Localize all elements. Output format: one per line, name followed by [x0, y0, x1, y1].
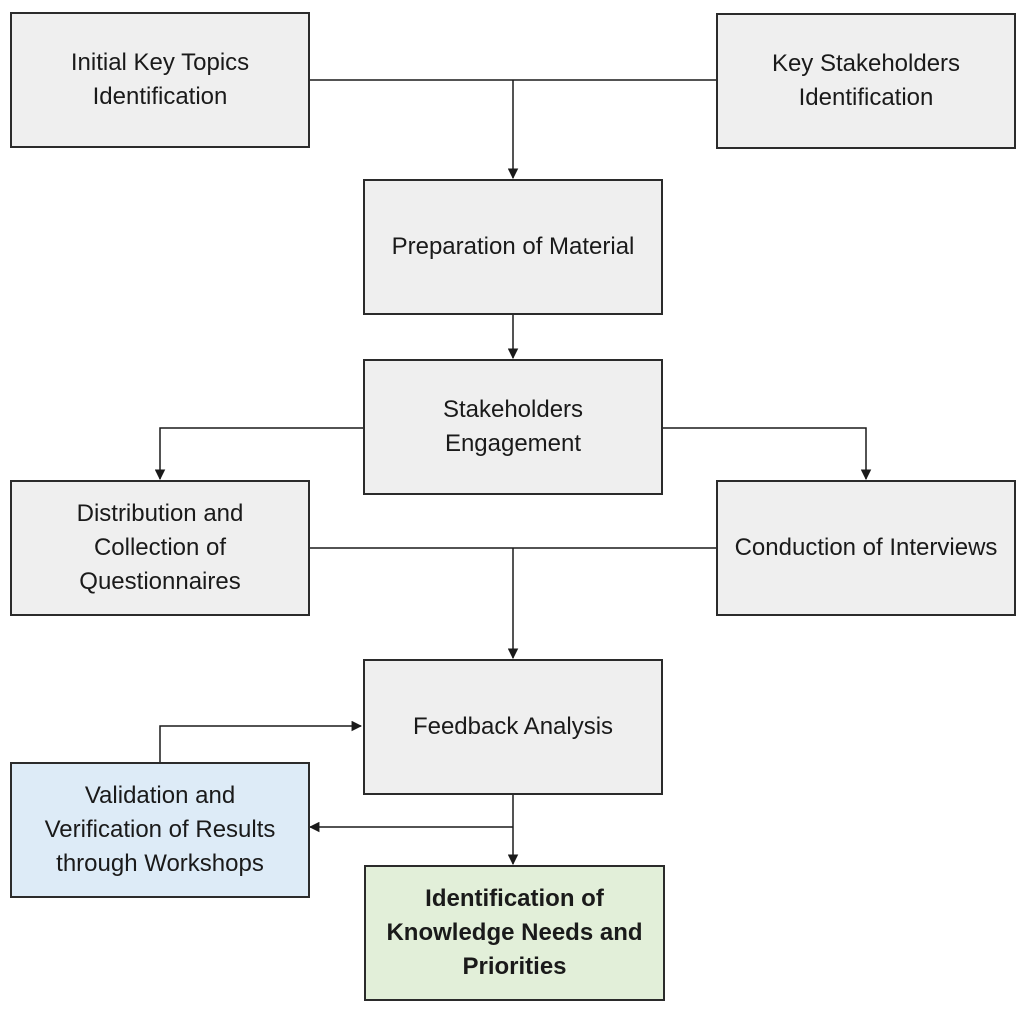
node-preparation-of-material: Preparation of Material — [363, 179, 663, 315]
node-questionnaires: Distribution and Collection of Questionn… — [10, 480, 310, 616]
node-interviews: Conduction of Interviews — [716, 480, 1016, 616]
node-label: Identification of Knowledge Needs and Pr… — [386, 885, 643, 980]
node-key-stakeholders: Key Stakeholders Identification — [716, 13, 1016, 149]
node-label: Distribution and Collection of Questionn… — [76, 500, 244, 595]
node-label: Stakeholders Engagement — [442, 396, 584, 457]
node-label: Conduction of Interviews — [734, 534, 998, 561]
arrow-to-interviews — [663, 427, 872, 481]
node-label: Validation and Verification of Results t… — [44, 782, 276, 877]
node-feedback-analysis: Feedback Analysis — [363, 659, 663, 795]
node-knowledge-needs: Identification of Knowledge Needs and Pr… — [364, 865, 665, 1001]
node-initial-key-topics: Initial Key Topics Identification — [10, 12, 310, 148]
node-label: Preparation of Material — [391, 233, 635, 260]
node-validation-workshops: Validation and Verification of Results t… — [10, 762, 310, 898]
arrow-validation-to-feedback — [159, 720, 363, 762]
node-stakeholders-engagement: Stakeholders Engagement — [363, 359, 663, 495]
node-label: Key Stakeholders Identification — [771, 50, 961, 111]
node-label: Initial Key Topics Identification — [70, 49, 250, 110]
node-label: Feedback Analysis — [412, 713, 614, 740]
arrow-to-questionnaires — [154, 427, 363, 481]
